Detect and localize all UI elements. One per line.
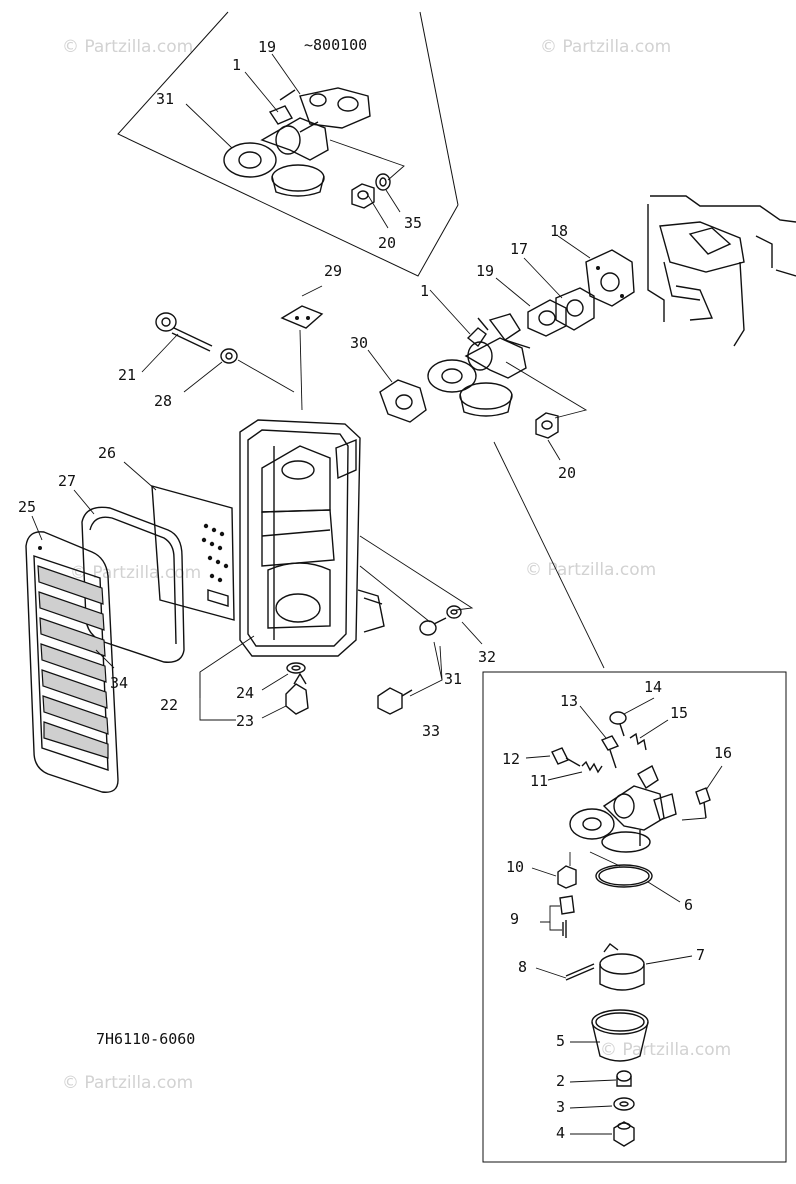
watermark-mid-right: © Partzilla.com	[525, 560, 656, 580]
callout-31: 31	[444, 670, 462, 688]
callout-6: 6	[684, 896, 693, 914]
carburetor-assembly: 1 19 17 18 20	[420, 222, 635, 482]
watermark-top-left: © Partzilla.com	[62, 37, 193, 57]
callout-34: 34	[110, 674, 128, 692]
callout-21: 21	[118, 366, 136, 384]
callout-3: 3	[556, 1098, 565, 1116]
callout-8: 8	[518, 958, 527, 976]
callout-10: 10	[506, 858, 524, 876]
nut-20	[535, 412, 559, 439]
callout-19-inset: 19	[258, 38, 276, 56]
callout-7: 7	[696, 946, 705, 964]
bolt-4	[613, 1121, 635, 1147]
main-jet-10	[557, 865, 577, 889]
gasket-18	[585, 249, 635, 307]
callout-14: 14	[644, 678, 662, 696]
callout-32: 32	[478, 648, 496, 666]
carburetor-detail-box: 14 13 15 12 16 11 10 6 9 7 8 5 2 3 4	[482, 671, 787, 1163]
callout-5: 5	[556, 1032, 565, 1050]
callout-31-inset: 31	[156, 90, 174, 108]
inset-carburetor	[223, 87, 371, 197]
serial-note: ~800100	[304, 36, 367, 54]
watermark-mid-left: © Partzilla.com	[70, 563, 201, 583]
screw-16	[695, 787, 711, 819]
callout-35: 35	[404, 214, 422, 232]
callout-23: 23	[236, 712, 254, 730]
callout-18: 18	[550, 222, 568, 240]
detail-box-frame	[482, 671, 787, 1163]
callout-26: 26	[98, 444, 116, 462]
air-cleaner-cover-25	[25, 531, 119, 793]
spring-11	[581, 760, 603, 774]
callout-33: 33	[422, 722, 440, 740]
spring-15	[629, 732, 647, 751]
insulator-17	[555, 287, 595, 331]
inset-nut-20	[351, 183, 375, 209]
breather-parts: 21 28 29 30	[118, 262, 427, 423]
callout-13: 13	[560, 692, 578, 710]
watermark-top-right: © Partzilla.com	[540, 37, 671, 57]
filter-element-26	[151, 485, 235, 621]
leader-lines-detail	[525, 697, 723, 1135]
screw-14	[609, 711, 627, 737]
watermark-bottom-right: © Partzilla.com	[600, 1040, 731, 1060]
inset-frame	[117, 11, 459, 277]
callout-20: 20	[558, 464, 576, 482]
engine-block-fragment	[647, 195, 796, 347]
carburetor	[427, 313, 531, 417]
callout-1-inset: 1	[232, 56, 241, 74]
callout-20-inset: 20	[378, 234, 396, 252]
callout-19: 19	[476, 262, 494, 280]
air-cleaner-case-22	[239, 419, 385, 657]
float-pin-8	[565, 963, 595, 981]
callout-17: 17	[510, 240, 528, 258]
gasket-30	[379, 379, 427, 423]
callout-28: 28	[154, 392, 172, 410]
washer-24	[286, 662, 306, 674]
callout-30: 30	[350, 334, 368, 352]
callout-12: 12	[502, 750, 520, 768]
callout-16: 16	[714, 744, 732, 762]
plate-29	[280, 305, 324, 329]
grommet-28	[220, 348, 238, 364]
screw-13	[600, 735, 620, 769]
callout-27: 27	[58, 472, 76, 490]
callout-2: 2	[556, 1072, 565, 1090]
callout-1: 1	[420, 282, 429, 300]
leader-lines-main	[31, 441, 605, 721]
bolt-31	[419, 617, 447, 636]
gasket-19	[527, 299, 567, 337]
watermark-bottom-left: © Partzilla.com	[62, 1073, 193, 1093]
callout-9: 9	[510, 910, 519, 928]
nozzle-9	[559, 895, 575, 938]
callout-4: 4	[556, 1124, 565, 1142]
callout-29: 29	[324, 262, 342, 280]
early-model-inset: 1 19 ~800100 31 35 20	[117, 11, 459, 277]
callout-22: 22	[160, 696, 178, 714]
float-7	[599, 943, 645, 991]
callout-15: 15	[670, 704, 688, 722]
breather-pipe-21	[155, 312, 213, 352]
bolt-33	[377, 687, 413, 715]
screw-2	[616, 1070, 632, 1087]
callout-24: 24	[236, 684, 254, 702]
callout-11: 11	[530, 772, 548, 790]
wing-nut-23	[285, 672, 309, 715]
watermark-group: © Partzilla.com © Partzilla.com © Partzi…	[62, 37, 731, 1093]
washer-3	[613, 1097, 635, 1111]
washer-32	[446, 605, 462, 619]
drawing-number: 7H6110-6060	[96, 1030, 195, 1048]
screw-12	[551, 747, 581, 767]
inset-washer-35	[375, 173, 391, 191]
detail-carburetor-body	[569, 765, 677, 853]
gasket-6	[595, 864, 653, 888]
float-bowl-5	[591, 1009, 649, 1062]
callout-25: 25	[18, 498, 36, 516]
